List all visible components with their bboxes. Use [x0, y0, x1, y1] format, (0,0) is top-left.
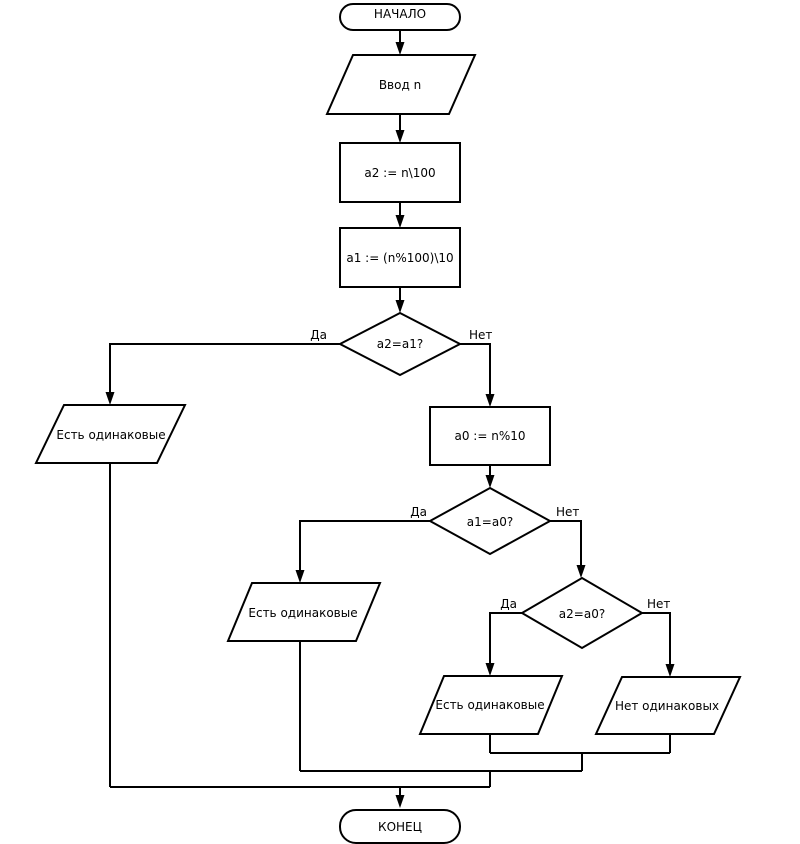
process-a1: [339, 227, 461, 288]
arrowhead-icon: [395, 130, 405, 143]
io-est-odinakovye-3: [418, 675, 564, 735]
input-n-label: Ввод n: [379, 78, 421, 92]
io-net-odinakovyh: [594, 676, 742, 735]
process-a0-label: a0 := n%10: [455, 429, 526, 443]
dec3-yes-label: Да: [500, 597, 517, 611]
arrowhead-icon: [105, 392, 115, 405]
dec1-no-label: Нет: [469, 328, 492, 342]
process-a2-label: a2 := n\100: [364, 166, 435, 180]
decision-a1-a0: [427, 486, 553, 556]
connector-dec3-no: [642, 612, 671, 666]
dec1-yes-label: Да: [310, 328, 327, 342]
connector-dec1-yes: [109, 343, 340, 394]
io-est-odinakovye-3-label: Есть одинаковые: [435, 698, 544, 712]
connector-dec2-yes: [299, 520, 430, 572]
io-est-odinakovye-2: [226, 582, 382, 642]
arrowhead-icon: [395, 215, 405, 228]
decision-a2-a0-label: a2=a0?: [559, 607, 605, 621]
arrowhead-icon: [295, 570, 305, 583]
connector-dec2-no: [550, 520, 582, 567]
dec2-no-label: Нет: [556, 505, 579, 519]
dec2-yes-label: Да: [410, 505, 427, 519]
start-terminator: [339, 3, 461, 31]
start-label: НАЧАЛО: [374, 7, 426, 21]
arrowhead-icon: [485, 394, 495, 407]
process-a0: [429, 406, 551, 466]
arrowhead-icon: [395, 42, 405, 55]
input-n-parallelogram: [325, 54, 477, 115]
arrowhead-icon: [485, 475, 495, 488]
io-est-odinakovye-1: [34, 404, 187, 464]
decision-a2-a1-label: a2=a1?: [377, 337, 423, 351]
connector-dec3-yes: [489, 612, 522, 665]
arrowhead-icon: [395, 300, 405, 313]
io-est-odinakovye-2-label: Есть одинаковые: [248, 606, 357, 620]
merge-connectors: [109, 463, 671, 797]
arrowhead-icon: [395, 795, 405, 808]
dec3-no-label: Нет: [647, 597, 670, 611]
arrowhead-icon: [665, 664, 675, 677]
decision-a2-a0: [520, 576, 644, 650]
arrowhead-icon: [576, 565, 586, 578]
decision-a2-a1: [337, 311, 463, 377]
end-terminator: [339, 809, 461, 844]
process-a2: [339, 142, 461, 203]
decision-a1-a0-label: a1=a0?: [467, 515, 513, 529]
connector-dec1-no: [460, 343, 491, 396]
end-label: КОНЕЦ: [378, 820, 422, 834]
io-net-odinakovyh-label: Нет одинаковых: [615, 699, 719, 713]
io-est-odinakovye-1-label: Есть одинаковые: [56, 428, 165, 442]
arrowhead-icon: [485, 663, 495, 676]
process-a1-label: a1 := (n%100)\10: [346, 251, 453, 265]
